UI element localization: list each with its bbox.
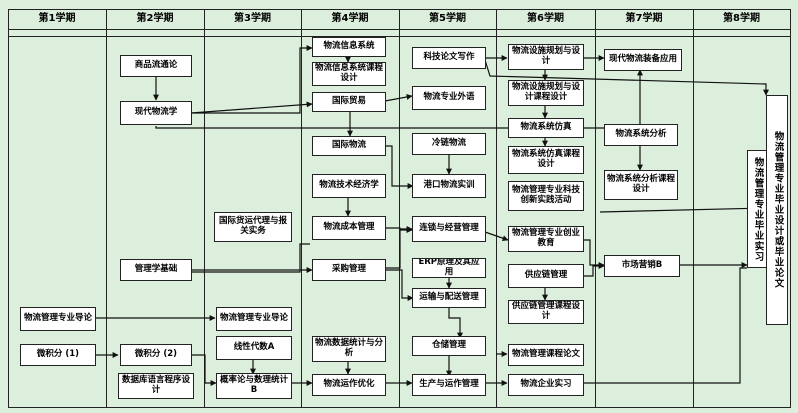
course-logistics-tech-economics: 物流技术经济学 (312, 174, 386, 198)
course-logistics-data-stats: 物流数据统计与分析 (312, 336, 386, 362)
course-logistics-system-analysis-design: 物流系统分析课程设计 (604, 170, 678, 200)
course-logistics-optimization: 物流运作优化 (312, 374, 386, 396)
course-facility-planning: 物流设施规划与设计 (508, 44, 584, 70)
course-graduation-thesis: 物流管理专业毕业设计或毕业论文 (766, 95, 788, 325)
course-scientific-writing: 科技论文写作 (412, 47, 486, 69)
course-marketing: 市场营销B (604, 255, 680, 277)
course-international-trade: 国际贸易 (312, 92, 386, 112)
semester-header-5: 第5学期 (429, 13, 466, 24)
course-logistics-info-system: 物流信息系统 (312, 37, 386, 57)
course-term-paper: 物流管理课程论文 (508, 344, 584, 366)
course-port-logistics-training: 港口物流实训 (412, 174, 486, 198)
course-enterprise-internship: 物流企业实习 (508, 374, 584, 396)
semester-header-6: 第6学期 (527, 13, 564, 24)
course-commodity-circulation: 商品流通论 (120, 55, 192, 77)
course-procurement-management: 采购管理 (312, 259, 386, 281)
course-linear-algebra: 线性代数A (216, 336, 292, 360)
course-supply-chain-design: 供应链管理课程设计 (508, 300, 584, 324)
semester-header-7: 第7学期 (625, 13, 663, 24)
course-innovation-practice: 物流管理专业科技创新实践活动 (508, 181, 584, 211)
semester-header-8: 第8学期 (723, 13, 760, 24)
course-erp: ERP原理及其应用 (412, 258, 486, 278)
course-cold-chain-logistics: 冷链物流 (412, 133, 486, 155)
course-graduation-internship: 物流管理专业毕业实习 (747, 150, 767, 268)
course-production-operations: 生产与运作管理 (412, 374, 486, 396)
course-calculus-1: 微积分 (1) (20, 344, 96, 366)
course-logistics-info-system-design: 物流信息系统课程设计 (312, 62, 386, 86)
semester-header-1: 第1学期 (38, 13, 76, 24)
course-facility-planning-design: 物流设施规划与设计课程设计 (508, 80, 584, 106)
course-transport-distribution: 运输与配送管理 (412, 288, 486, 308)
semester-header-4: 第4学期 (331, 13, 369, 24)
course-database-programming: 数据库语言程序设计 (118, 373, 194, 399)
course-logistics-simulation: 物流系统仿真 (508, 118, 584, 138)
course-chain-operation: 连锁与经营管理 (412, 216, 486, 242)
course-logistics-cost-management: 物流成本管理 (312, 216, 386, 240)
course-probability-stats: 概率论与数理统计B (216, 373, 292, 399)
course-intro-major-1: 物流管理专业导论 (20, 307, 96, 331)
semester-header-2: 第2学期 (136, 13, 174, 24)
course-modern-logistics: 现代物流学 (120, 101, 192, 125)
course-supply-chain: 供应链管理 (508, 264, 584, 288)
course-warehouse-management: 仓储管理 (412, 336, 486, 356)
course-entrepreneurship: 物流管理专业创业教育 (508, 226, 584, 252)
course-logistics-system-analysis: 物流系统分析 (604, 124, 678, 146)
course-freight-forwarding: 国际货运代理与报关实务 (214, 212, 292, 242)
course-logistics-simulation-design: 物流系统仿真课程设计 (508, 146, 584, 174)
course-international-logistics: 国际物流 (312, 136, 386, 156)
course-management-basics: 管理学基础 (120, 259, 192, 281)
semester-header-3: 第3学期 (234, 13, 271, 24)
course-logistics-english: 物流专业外语 (412, 86, 486, 110)
course-intro-major-3: 物流管理专业导论 (216, 307, 292, 331)
course-calculus-2: 微积分 (2) (120, 344, 192, 366)
course-modern-logistics-equipment: 现代物流装备应用 (604, 49, 682, 71)
